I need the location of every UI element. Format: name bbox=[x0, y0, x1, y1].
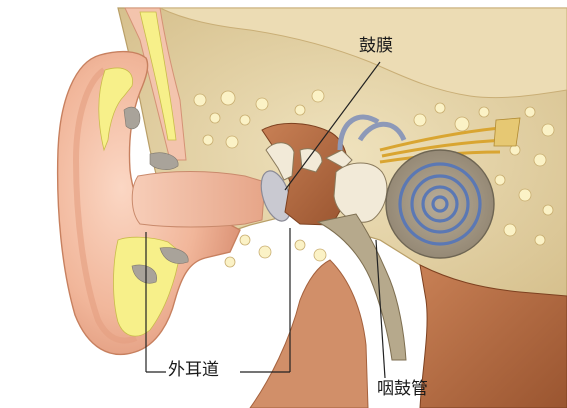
vestibule bbox=[333, 162, 388, 223]
helix-rim bbox=[72, 67, 138, 344]
bone-marrow-cells bbox=[193, 89, 555, 268]
eardrum-leader bbox=[284, 61, 381, 191]
ossicles bbox=[265, 142, 353, 181]
eardrum-label: 鼓膜 bbox=[359, 36, 393, 56]
ear-canal-label: 外耳道 bbox=[168, 360, 219, 380]
cochlea-spiral bbox=[398, 162, 482, 246]
pinna-cartilage bbox=[98, 67, 133, 152]
upper-scalp bbox=[159, 7, 567, 99]
eustachian-tube-label: 咽鼓管 bbox=[377, 379, 428, 399]
internal-canal-bone bbox=[493, 117, 521, 147]
cartilage-strip bbox=[139, 11, 177, 141]
cartilage-gray-patches bbox=[123, 106, 189, 284]
eustachian-tube bbox=[316, 213, 407, 361]
leader-lines bbox=[145, 61, 386, 379]
concha-cartilage bbox=[113, 236, 181, 337]
semicircular-canals bbox=[337, 114, 407, 151]
external-auditory-canal bbox=[131, 171, 266, 228]
jaw-tissue bbox=[249, 259, 369, 408]
tube-leader bbox=[375, 239, 386, 379]
cochlea bbox=[385, 149, 495, 259]
lower-soft-tissue bbox=[419, 264, 567, 408]
